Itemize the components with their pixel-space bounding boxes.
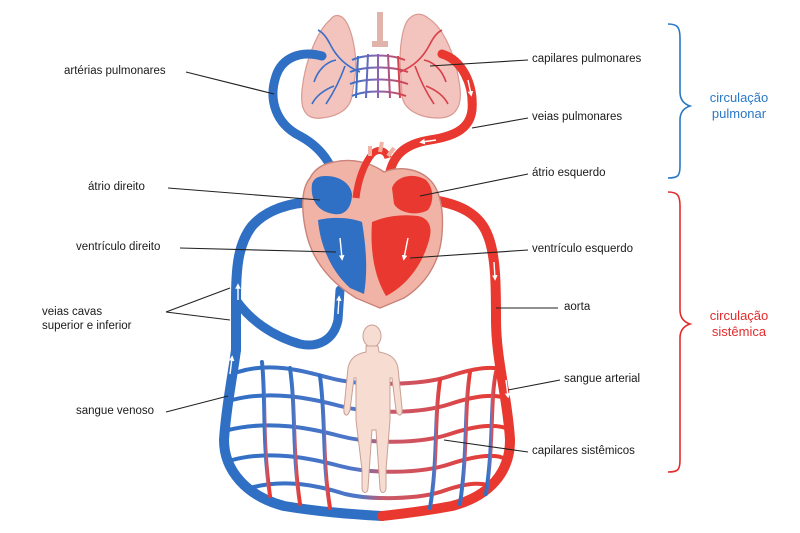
leader-capilares-pulmonares xyxy=(429,59,529,67)
heart xyxy=(302,141,444,309)
human-figure xyxy=(343,324,403,493)
leader-veias-cavas xyxy=(165,287,231,321)
label-veias-pulmonares: veias pulmonares xyxy=(532,111,623,123)
left-lung-vessels xyxy=(311,29,361,105)
pulmonary-vein xyxy=(383,49,477,189)
label-arterias-pulmonares: artérias pulmonares xyxy=(64,65,166,77)
label-atrio-esquerdo: átrio esquerdo xyxy=(532,167,606,179)
label-aorta: aorta xyxy=(564,301,591,313)
left-ventricle xyxy=(371,215,431,296)
pulmonary-capillary-network xyxy=(349,53,409,99)
label-ventriculo-direito: ventrículo direito xyxy=(76,241,161,253)
left-lung xyxy=(301,14,357,119)
bracket-sistemica xyxy=(667,191,693,473)
label-capilares-sistemicos: capilares sistêmicos xyxy=(532,445,635,457)
leader-capilares-sistemicos xyxy=(443,439,529,453)
bracket-pulmonar xyxy=(667,23,693,179)
label-ventriculo-esquerdo: ventrículo esquerdo xyxy=(532,243,634,255)
label-veias-cavas: veias cavas superior e inferior xyxy=(42,306,132,332)
leader-arterias-pulmonares xyxy=(185,71,275,95)
right-lung-vessels xyxy=(399,29,449,105)
left-atrium xyxy=(392,175,433,214)
leader-veias-pulmonares xyxy=(471,117,529,129)
leader-sangue-arterial xyxy=(507,379,561,391)
leader-sangue-venoso xyxy=(165,395,229,413)
leader-ventriculo-esquerdo xyxy=(409,249,529,259)
vena-cava-loop xyxy=(218,197,387,521)
group-circulacao-sistemica: circulação sistêmica xyxy=(709,308,769,339)
label-sangue-arterial: sangue arterial xyxy=(564,373,641,385)
leader-atrio-esquerdo xyxy=(419,173,529,197)
pulmonary-artery xyxy=(268,49,345,197)
trachea xyxy=(372,12,388,47)
aorta-loop xyxy=(377,195,516,521)
label-capilares-pulmonares: capilares pulmonares xyxy=(532,53,642,65)
group-circulacao-pulmonar: circulação pulmonar xyxy=(709,90,769,121)
label-atrio-direito: átrio direito xyxy=(88,181,145,193)
label-sangue-venoso: sangue venoso xyxy=(76,405,155,417)
leader-lines xyxy=(165,59,561,453)
right-atrium xyxy=(311,176,352,215)
leader-atrio-direito xyxy=(167,187,321,201)
leader-ventriculo-direito xyxy=(179,247,337,253)
